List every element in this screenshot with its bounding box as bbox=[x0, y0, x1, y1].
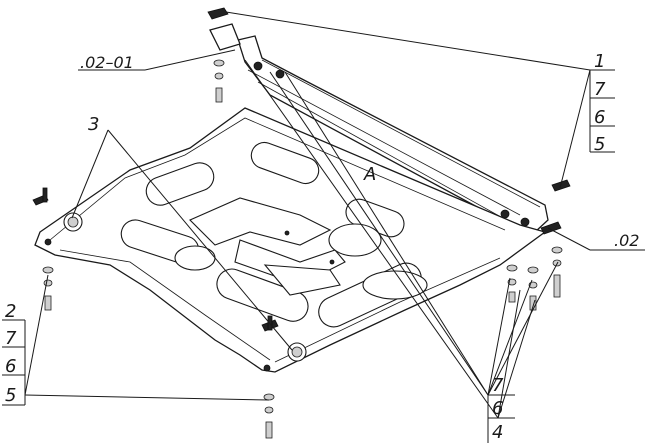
rear-rail bbox=[209, 23, 549, 233]
stack-bottom-right-6: 6 bbox=[492, 398, 503, 419]
stack-bottom-right-7: 7 bbox=[492, 375, 504, 396]
stack-top-right-frame bbox=[589, 69, 615, 153]
fastener-top bbox=[213, 59, 225, 103]
stack-top-right-7: 7 bbox=[594, 79, 606, 100]
label-A: A bbox=[363, 164, 376, 185]
label-3: 3 bbox=[88, 114, 99, 135]
clip-top-right bbox=[207, 7, 229, 20]
fastener-left bbox=[32, 187, 54, 311]
stack-bottom-right-4: 4 bbox=[492, 422, 503, 443]
stack-left-7: 7 bbox=[5, 328, 17, 349]
stack-left-6: 6 bbox=[5, 356, 16, 377]
leader-lines bbox=[24, 11, 645, 419]
stack-left-5: 5 bbox=[5, 385, 16, 406]
stack-top-right-6: 6 bbox=[594, 107, 605, 128]
stack-top-right-1: 1 bbox=[594, 51, 605, 72]
stack-left-2: 2 bbox=[5, 301, 16, 322]
label-part-02: .02 bbox=[614, 231, 639, 250]
stack-top-right-5: 5 bbox=[594, 134, 605, 155]
stack-bottom-right-frame bbox=[487, 394, 515, 443]
skid-plate bbox=[34, 107, 547, 373]
stack-left-frame bbox=[2, 319, 26, 406]
fastener-right bbox=[506, 179, 571, 311]
label-part-0201: .02–01 bbox=[80, 53, 134, 72]
